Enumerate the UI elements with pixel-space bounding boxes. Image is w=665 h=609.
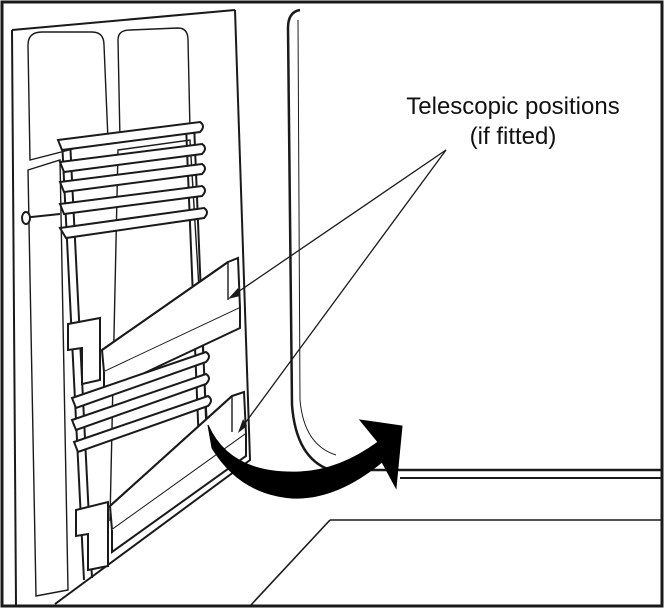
callout-label-line1: Telescopic positions — [406, 93, 620, 120]
lower-telescopic-runner — [75, 390, 248, 572]
upper-wire-runners — [21, 120, 208, 240]
oven-side-wall — [11, 9, 252, 606]
callout-pointer-lines — [231, 149, 447, 431]
lower-wire-runners — [70, 350, 212, 454]
pointer-arrowheads — [228, 288, 247, 433]
oven-floor — [249, 519, 662, 607]
callout-label-line2: (if fitted) — [469, 123, 557, 150]
oven-door — [286, 8, 662, 479]
upper-telescopic-runner — [67, 256, 242, 394]
curved-arrow-icon — [207, 419, 403, 499]
